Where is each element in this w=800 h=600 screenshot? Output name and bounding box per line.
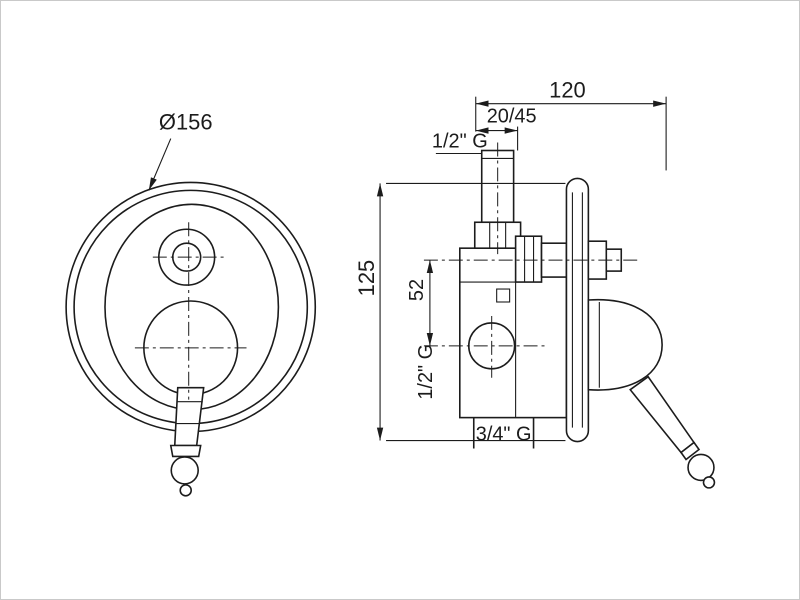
lever-neck <box>173 386 205 447</box>
bottom-outlet-thread-value: 3/4" G <box>476 424 532 446</box>
front-view: Ø156 <box>65 110 317 497</box>
lever-collar <box>169 444 202 458</box>
lever-arm-ball <box>687 453 715 482</box>
diameter-leader-line <box>148 138 172 191</box>
temp-stop-square <box>496 288 511 303</box>
dimension-annotations: 120 20/45 1/2" G 125 <box>354 78 667 446</box>
lever-arm <box>629 375 696 454</box>
handle-bulb <box>587 298 663 391</box>
wall-depth-range-value: 20/45 <box>487 106 537 128</box>
lever-ball <box>170 456 199 485</box>
cartridge-hex-nut <box>514 235 543 283</box>
lever-arm-collar <box>679 441 701 461</box>
dim-overall-depth: 120 <box>475 78 667 171</box>
lever-arm-tip <box>702 476 716 489</box>
dim-port-spacing: 52 <box>406 260 434 346</box>
side-port-thread-value: 1/2" G <box>415 344 437 400</box>
top-inlet-thread-value: 1/2" G <box>432 131 488 153</box>
body-height-value: 125 <box>354 260 379 297</box>
overall-depth-value: 120 <box>549 78 586 103</box>
escutcheon-ellipse <box>104 203 280 411</box>
wall-plate-side <box>565 177 590 443</box>
lever-tip <box>179 484 192 497</box>
port-spacing-value: 52 <box>406 279 428 301</box>
side-view <box>423 142 716 489</box>
label-bottom-outlet-thread: 3/4" G <box>476 424 532 446</box>
label-side-port-thread: 1/2" G <box>415 344 437 400</box>
dim-wall-depth-range: 20/45 <box>475 106 537 151</box>
label-top-inlet-thread: 1/2" G <box>432 131 488 155</box>
dim-body-height: 125 <box>354 182 566 442</box>
diameter-label: Ø156 <box>159 110 213 135</box>
